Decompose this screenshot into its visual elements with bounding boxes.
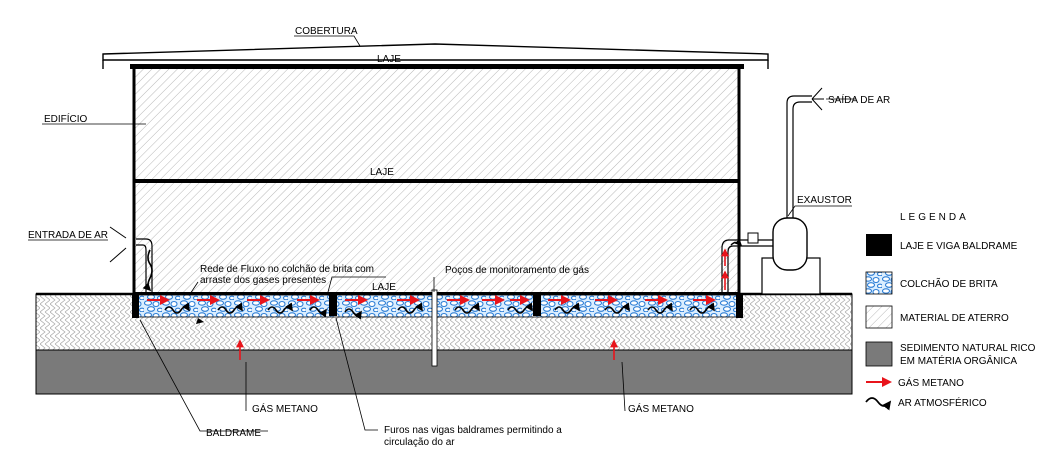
legend-label-sediment-1: SEDIMENTO NATURAL RICO (900, 343, 1036, 354)
label-furos-2: circulação do ar (384, 437, 455, 448)
air-inlet-pipe (136, 238, 153, 292)
legend-air-arrow (865, 397, 892, 411)
label-rede-fluxo-2: arraste dos gases presentes (200, 275, 326, 286)
label-baldrame: BALDRAME (206, 428, 261, 439)
label-furos-1: Furos nas vigas baldrames permitindo a (384, 425, 562, 436)
label-saida-ar: SAÍDA DE AR (828, 93, 890, 106)
legend-title: LEGENDA (900, 212, 969, 223)
gas-arrows-ground (236, 339, 618, 360)
label-gas-metano-left: GÁS METANO (252, 402, 318, 415)
exhaust-stack (786, 95, 812, 218)
exhaust-fan (772, 217, 808, 271)
upper-floor-hatch (135, 68, 738, 180)
baldrame-2 (533, 294, 541, 316)
legend-swatch-sediment (865, 341, 893, 367)
slab-mid (134, 179, 740, 183)
label-laje-bottom: LAJE (372, 282, 396, 293)
label-pocos: Poços de monitoramento de gás (445, 265, 589, 276)
lower-floor-hatch (135, 183, 738, 292)
label-cobertura: COBERTURA (295, 26, 358, 37)
legend: LEGENDA LAJE E VIGA BALDRAME COLCHÃO DE … (865, 212, 1036, 411)
legend-swatch-slab (866, 234, 892, 256)
label-rede-fluxo-1: Rede de Fluxo no colchão de brita com (200, 264, 374, 275)
air-waves-gravel (164, 302, 715, 320)
label-entrada-ar: ENTRADA DE AR (28, 230, 108, 241)
label-laje-top: LAJE (377, 54, 401, 65)
slab-top (130, 64, 744, 69)
label-edificio: EDIFÍCIO (44, 112, 88, 125)
air-inlet-flow (142, 249, 153, 292)
legend-label-gas: GÁS METANO (898, 376, 964, 389)
baldrame-right (736, 293, 743, 318)
legend-label-gravel: COLCHÃO DE BRITA (900, 277, 998, 290)
baldrame-1 (329, 294, 337, 316)
legend-swatch-fill (865, 305, 893, 329)
label-exaustor: EXAUSTOR (797, 195, 852, 206)
legend-label-air: AR ATMOSFÉRICO (898, 396, 987, 409)
sediment-layer (35, 349, 853, 395)
legend-label-slab: LAJE E VIGA BALDRAME (900, 241, 1018, 252)
roof (102, 43, 769, 61)
label-gas-metano-right: GÁS METANO (628, 402, 694, 415)
legend-label-sediment-2: EM MATÉRIA ORGÂNICA (900, 354, 1017, 367)
label-laje-mid: LAJE (370, 167, 394, 178)
monitoring-well (431, 289, 438, 367)
baldrame-left (132, 293, 139, 318)
legend-label-fill: MATERIAL DE ATERRO (900, 313, 1009, 324)
legend-swatch-gravel (865, 271, 893, 295)
